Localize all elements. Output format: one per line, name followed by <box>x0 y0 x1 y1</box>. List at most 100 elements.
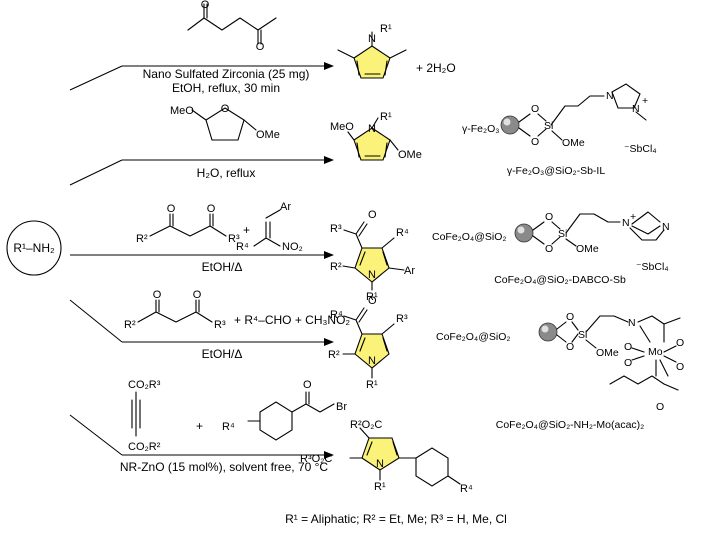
catalyst-2-name: CoFe₂O₄@SiO₂-DABCO-Sb <box>494 274 626 286</box>
catalyst-3-prefix: CoFe₂O₄@SiO₂ <box>436 331 510 343</box>
conditions-1-line-1: Nano Sulfated Zirconia (25 mg) <box>143 67 310 81</box>
catalyst-1-si: Si <box>544 120 553 132</box>
reagent-4-r3: R³ <box>214 319 226 331</box>
svg-text:O: O <box>624 341 632 353</box>
svg-text:O: O <box>624 357 632 369</box>
reagent-4-r2: R² <box>124 319 136 331</box>
reagent-alkyne-diester: CO₂R³ CO₂R² <box>128 379 161 453</box>
reagent-5-br: Br <box>336 401 347 413</box>
reagent-2-ome: OMe <box>256 129 280 141</box>
conditions-1-line-2: EtOH, reflux, 30 min <box>172 81 280 95</box>
svg-text:O: O <box>545 211 553 223</box>
catalyst-2-n1: N <box>622 217 630 229</box>
reaction-4: O O R² R³ + R⁴–CHO + CH₃NO₂ EtOH/Δ O N R… <box>122 289 684 431</box>
svg-text:O: O <box>207 203 216 215</box>
reagent-5-co2r3: CO₂R³ <box>128 379 161 391</box>
catalyst-3-o: O <box>656 401 664 413</box>
conditions-5: NR-ZnO (15 mol%), solvent free, 70 °C <box>120 460 329 474</box>
catalyst-1-o1: O <box>531 103 539 115</box>
catalyst-2-prefix: CoFe₂O₄@SiO₂ <box>432 231 506 243</box>
product-2-meo: MeO <box>330 121 354 133</box>
reagent-5-co2r2: CO₂R² <box>128 441 161 453</box>
svg-text:O: O <box>193 289 202 301</box>
catalyst-1-name: γ-Fe₂O₃@SiO₂-Sb-IL <box>507 165 606 177</box>
reagent-3-plus: + <box>243 223 250 237</box>
reagent-3-r2: R² <box>136 233 148 245</box>
amine-label: R¹–NH₂ <box>13 241 55 255</box>
svg-text:O: O <box>545 243 553 255</box>
catalyst-1-n1: N <box>606 90 614 102</box>
catalyst-2-n2: N <box>662 221 670 233</box>
reagent-hexanedione: O O <box>187 0 277 53</box>
product-4-pyrrole: O N R⁴ R³ R² R¹ <box>328 295 408 391</box>
svg-text:N: N <box>368 33 376 45</box>
conditions-3: EtOH/Δ <box>202 260 243 274</box>
catalyst-3-n: N <box>628 317 636 329</box>
reagent-bromoacetophenone: R⁴ O Br <box>222 379 347 441</box>
catalyst-2-si: Si <box>558 228 567 240</box>
reaction-3: O O R² R³ + Ar R⁴ NO₂ EtOH/Δ O N R³ R⁴ R… <box>70 201 670 303</box>
reagent-dimethoxytetrahydrofuran: O MeO OMe <box>170 103 280 141</box>
product-2-ome: OMe <box>398 149 422 161</box>
product-5-pyrrole: N R²O₂C R³O₂C R¹ R⁴ <box>300 419 473 495</box>
product-3-r4: R⁴ <box>396 227 409 239</box>
svg-text:O: O <box>153 289 162 301</box>
svg-text:O: O <box>676 337 684 349</box>
catalyst-cofe2o4-dabco-sb: CoFe₂O₄@SiO₂ O O Si OMe N + N ⁻SbCl₄ CoF… <box>432 211 670 286</box>
product-4-r1: R¹ <box>366 379 378 391</box>
reagent-4-extras: + R⁴–CHO + CH₃NO₂ <box>234 313 350 327</box>
product-3-r1: R¹ <box>366 291 378 303</box>
svg-text:N: N <box>368 355 376 367</box>
svg-text:N: N <box>368 123 376 135</box>
product-4-r3: R³ <box>396 313 408 325</box>
catalyst-2-counterion: ⁻SbCl₄ <box>636 261 669 273</box>
product-5-r1: R¹ <box>374 481 386 493</box>
product-4-r2: R² <box>328 349 340 361</box>
product-3-ar: Ar <box>404 265 415 277</box>
catalyst-1-ome: OMe <box>562 137 585 149</box>
catalyst-3-ome: OMe <box>596 347 619 359</box>
product-4-r4: R⁴ <box>330 309 343 321</box>
product-2-r1: R¹ <box>380 111 392 123</box>
svg-text:O: O <box>566 341 574 353</box>
catalyst-2-ome: OMe <box>576 243 599 255</box>
reagent-5-r4: R⁴ <box>222 421 235 433</box>
reagent-3-no2: NO₂ <box>282 241 303 253</box>
product-1-pyrrole: N R¹ <box>337 23 407 79</box>
product-5-r2o2c: R²O₂C <box>350 419 382 431</box>
reaction-5: CO₂R³ CO₂R² + R⁴ O Br NR-ZnO (15 mol%), … <box>120 379 473 495</box>
catalyst-gamma-fe2o3-sb-il: γ-Fe₂O₃ O O Si OMe N N + ⁻SbCl₄ γ-Fe₂O₃@… <box>462 83 657 177</box>
water-byproduct: + 2H₂O <box>416 61 456 75</box>
svg-text:O: O <box>676 361 684 373</box>
svg-text:O: O <box>303 379 312 391</box>
product-3-r2: R² <box>330 261 342 273</box>
catalyst-3-mo: Mo <box>648 346 663 358</box>
svg-text:N: N <box>376 458 384 470</box>
reagent-4-dicarbonyl: O O R² R³ <box>124 289 226 331</box>
product-2-pyrrole: N MeO OMe R¹ <box>330 111 422 161</box>
branch-lines <box>69 65 123 456</box>
substituent-footnote: R¹ = Aliphatic; R² = Et, Me; R³ = H, Me,… <box>285 512 507 526</box>
reagent-3-r4: R⁴ <box>236 241 249 253</box>
svg-text:O: O <box>566 311 574 323</box>
svg-text:O: O <box>201 0 210 11</box>
catalyst-1-prefix: γ-Fe₂O₃ <box>462 123 500 135</box>
svg-text:O: O <box>256 41 265 53</box>
svg-text:O: O <box>368 209 377 221</box>
reagent-5-plus: + <box>196 419 203 433</box>
svg-text:O: O <box>368 295 377 307</box>
catalyst-1-o2: O <box>531 136 539 148</box>
product-5-r4: R⁴ <box>460 483 473 495</box>
product-3-pyrrole: O N R³ R⁴ R² Ar R¹ <box>330 209 415 303</box>
conditions-2: H₂O, reflux <box>197 166 256 180</box>
catalyst-1-counterion: ⁻SbCl₄ <box>624 143 657 155</box>
svg-text:O: O <box>221 103 230 115</box>
reagent-13-dicarbonyl: O O R² R³ <box>136 203 240 245</box>
catalyst-cofe2o4-mo-acac: CoFe₂O₄@SiO₂ O O Si OMe N Mo O O O O O C… <box>436 311 684 431</box>
product-1-r1: R¹ <box>380 23 392 35</box>
reaction-1: O O Nano Sulfated Zirconia (25 mg) EtOH,… <box>122 0 456 95</box>
reaction-2: O MeO OMe H₂O, reflux N MeO OMe R¹ γ-Fe₂… <box>122 83 657 180</box>
catalyst-2-plus: + <box>630 211 636 223</box>
reagent-nitroalkene: Ar R⁴ NO₂ <box>236 201 303 253</box>
